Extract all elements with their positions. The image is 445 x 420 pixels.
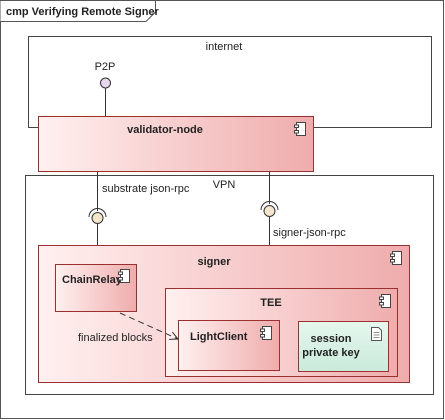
substrate-rpc-circle [91,212,104,224]
substrate-rpc-connector: substrate json-rpc [88,172,190,245]
light-client-component: LightClient [178,320,280,371]
p2p-label: P2P [95,61,116,73]
signer-rpc-circle [263,205,276,217]
frame-title: cmp Verifying Remote Signer [6,6,160,18]
substrate-rpc-label: substrate json-rpc [102,183,190,195]
p2p-interface: P2P [95,61,116,117]
finalized-blocks-dependency: finalized blocks [78,312,178,344]
component-icon [390,251,402,265]
internet-boundary: internet [28,36,432,128]
component-icon [379,294,391,308]
session-key-line2: private key [302,347,360,359]
chain-relay-component: ChainRelay [55,264,137,312]
component-icon [260,326,272,340]
component-icon [294,122,306,136]
tee-label: TEE [260,297,281,309]
component-icon [118,269,130,283]
chain-relay-label: ChainRelay [62,274,123,286]
internet-label: internet [206,41,243,53]
session-key-line1: session [311,333,352,345]
finalized-blocks-label: finalized blocks [78,332,153,344]
signer-label: signer [197,256,231,268]
signer-rpc-connector: signer-json-rpc [260,172,346,245]
validator-node-component: validator-node [38,116,314,172]
vpn-label: VPN [213,179,236,191]
light-client-label: LightClient [190,331,248,343]
p2p-interface-circle [100,77,111,89]
signer-rpc-label: signer-json-rpc [273,227,346,239]
document-icon [371,327,382,341]
validator-node-label: validator-node [127,124,203,136]
session-key-artifact: session private key [298,321,389,372]
